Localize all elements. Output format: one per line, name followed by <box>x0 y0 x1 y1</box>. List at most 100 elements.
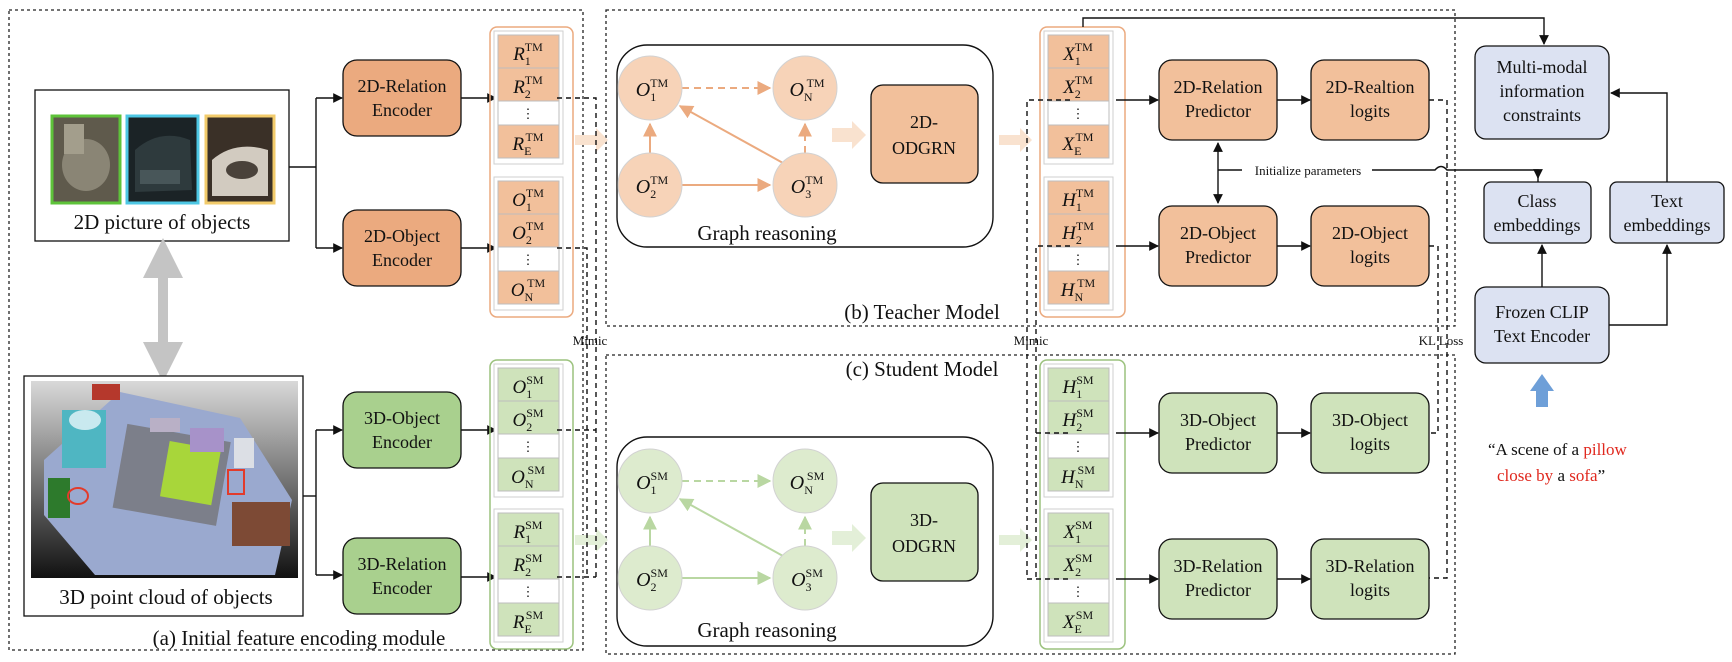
encoder-3d-object-line1: 3D-Object <box>364 408 440 428</box>
odgrn-2d-line1: 2D- <box>910 112 938 132</box>
kl-loss-label: KL Loss <box>1419 333 1464 348</box>
feature-r_sm-1: R1SM <box>513 518 543 546</box>
student-node-label-1: O1SM <box>636 469 668 497</box>
odgrn-3d-line2: ODGRN <box>892 536 956 556</box>
teacher-feature-group-a <box>489 26 574 318</box>
feature-ellipsis: ⋮ <box>522 439 535 454</box>
predictor-3d-object-line1: 3D-Object <box>1180 410 1256 430</box>
feature-r_tm-1: R1TM <box>512 40 543 68</box>
encoder-3d-object: 3D-Object Encoder <box>342 391 462 469</box>
student-feature-group-b <box>1039 359 1126 650</box>
feature-stack-r_sm: R1SM R2SM RESM ⋮ <box>493 508 564 643</box>
odgrn-2d-line2: ODGRN <box>892 138 956 158</box>
student-feature-group-a <box>489 359 574 650</box>
feature-ellipsis: ⋮ <box>522 252 535 267</box>
input-sentence: “A scene of a pillow <box>1488 440 1628 459</box>
quote-pillow: pillow <box>1583 440 1627 459</box>
teacher-node-label-4: O3TM <box>791 173 824 201</box>
feature-ellipsis: ⋮ <box>522 106 535 121</box>
mimic-dashed-lines <box>557 97 1448 580</box>
teacher-frame <box>605 9 1456 327</box>
logits-2d-object-line2: logits <box>1350 247 1390 267</box>
encoder-3d-relation: 3D-Relation Encoder <box>342 537 462 615</box>
teacher-edge-3-1 <box>678 105 784 164</box>
quote-a: a <box>1553 466 1569 485</box>
teacher-graph-label: Graph reasoning <box>697 221 837 245</box>
logits-3d-object-line2: logits <box>1350 434 1390 454</box>
3d-pointcloud-panel: 3D point cloud of objects <box>23 375 304 617</box>
clip-arrows <box>1537 88 1672 326</box>
picture-caption: 2D picture of objects <box>74 210 251 234</box>
feature-o_sm-1: O1SM <box>512 373 543 401</box>
predictor-2d-object: 2D-Object Predictor <box>1158 205 1278 287</box>
feature-ellipsis: ⋮ <box>522 584 535 599</box>
logits-3d-relation-line1: 3D-Relation <box>1326 556 1415 576</box>
teacher-node-label-1: O1TM <box>636 76 669 104</box>
odgrn-3d: 3D- ODGRN <box>870 482 979 582</box>
student-node-label-4: O3SM <box>791 566 823 594</box>
teacher-node-1 <box>617 55 683 121</box>
feature-ellipsis: ⋮ <box>1072 252 1085 267</box>
student-node-label-2: ONSM <box>790 469 825 497</box>
predictor-arrows <box>1082 17 1549 584</box>
constraints-line1: Multi-modal <box>1497 57 1588 77</box>
encoder-2d-object-line2: Encoder <box>372 250 432 270</box>
student-graph-label: Graph reasoning <box>697 618 837 642</box>
clip-encoder-line1: Frozen CLIP <box>1495 302 1589 322</box>
text-emb-line1: Text <box>1651 191 1683 211</box>
constraints-line3: constraints <box>1503 105 1581 125</box>
flow-arrows <box>575 121 1032 552</box>
teacher-node-label-2: ONTM <box>789 76 824 104</box>
feature-stacks: R1TMR2TMRETM⋮O1TMO2TMONTM⋮O1SMO2SMONSM⋮R… <box>493 30 1114 643</box>
logits-2d-object-line1: 2D-Object <box>1332 223 1408 243</box>
mimic-right-label: Mimic <box>1014 333 1049 348</box>
predictor-3d-relation: 3D-Relation Predictor <box>1158 538 1278 620</box>
student-graph: O1SM ONSM O2SM O3SM <box>617 448 838 611</box>
logits-2d-object: 2D-Object logits <box>1310 205 1430 287</box>
input-sentence-line2: close by a sofa” <box>1497 466 1605 485</box>
encoder-2d-object-line1: 2D-Object <box>364 226 440 246</box>
odgrn-2d: 2D- ODGRN <box>870 84 979 184</box>
text-embeddings-box: Text embeddings <box>1609 181 1725 244</box>
quote-sofa: sofa <box>1569 466 1598 485</box>
multimodal-constraints-box: Multi-modal information constraints <box>1474 45 1610 140</box>
module-a-caption: (a) Initial feature encoding module <box>153 626 446 650</box>
class-emb-line2: embeddings <box>1494 215 1581 235</box>
feature-o_tm-1: O1TM <box>512 186 544 214</box>
class-emb-line1: Class <box>1517 191 1556 211</box>
logits-3d-object-line1: 3D-Object <box>1332 410 1408 430</box>
student-node-3 <box>617 545 683 611</box>
feature-r_sm-2: R2SM <box>513 551 543 579</box>
predictor-3d-relation-line2: Predictor <box>1185 580 1251 600</box>
feature-o_tm-2: O2TM <box>512 219 544 247</box>
feature-ellipsis: ⋮ <box>1072 439 1085 454</box>
student-frame <box>605 354 1456 655</box>
feature-h_tm-3: HNTM <box>1060 276 1096 304</box>
logits-2d-relation-line2: logits <box>1350 101 1390 121</box>
feature-r_sm-3: RESM <box>512 608 544 636</box>
feature-x_tm-2: X2TM <box>1062 73 1093 101</box>
encoder-2d-object: 2D-Object Encoder <box>342 209 462 287</box>
predictor-2d-object-line2: Predictor <box>1185 247 1251 267</box>
logits-3d-relation: 3D-Relation logits <box>1310 538 1430 620</box>
encoder-2d-relation-line1: 2D-Relation <box>358 76 447 96</box>
teacher-node-3 <box>617 152 683 218</box>
feature-r_tm-3: RETM <box>512 130 544 158</box>
logits-3d-object: 3D-Object logits <box>1310 392 1430 474</box>
feature-x_sm-1: X1SM <box>1063 518 1093 546</box>
module-a-frame <box>8 9 584 651</box>
teacher-node-4 <box>772 152 838 218</box>
feature-x_sm-2: X2SM <box>1063 551 1093 579</box>
logits-2d-relation-line1: 2D-Realtion <box>1326 77 1415 97</box>
feature-ellipsis: ⋮ <box>1072 106 1085 121</box>
pointcloud-caption: 3D point cloud of objects <box>59 585 272 609</box>
feature-h_tm-2: H2TM <box>1061 219 1094 247</box>
student-node-label-3: O2SM <box>636 566 668 594</box>
